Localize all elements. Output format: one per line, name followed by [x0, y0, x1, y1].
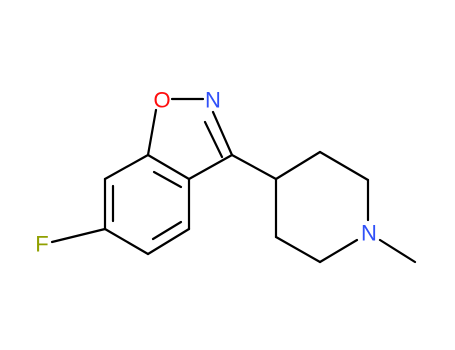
atom-piperidine-nitrogen-label: N [361, 221, 377, 246]
bond-c3-c4pip [230, 153, 278, 181]
bond-benzene-6 [103, 153, 150, 181]
atom-fluorine-label: F [35, 232, 48, 257]
bond-benzene-3 [146, 227, 191, 256]
bond-benzene-double-2 [151, 220, 183, 241]
bond-n-methyl [378, 238, 417, 264]
bond-c3-c3a [187, 153, 234, 181]
atom-ring-nitrogen-label: N [205, 88, 221, 113]
bond-pip-1 [274, 150, 322, 181]
bond-pip-2 [318, 150, 370, 182]
bond-benzene-double-1 [152, 170, 183, 189]
bond-c6-f [50, 227, 107, 244]
bond-benzene-4 [103, 227, 150, 256]
bond-n-c3 [211, 110, 234, 157]
atom-oxygen-label: O [153, 88, 170, 113]
bond-benzene-1 [146, 153, 191, 181]
bond-pip-5 [274, 235, 322, 264]
bond-c7a-o [146, 108, 158, 157]
bond-pip-4 [318, 238, 359, 264]
bond-n-c3-double [203, 120, 224, 159]
